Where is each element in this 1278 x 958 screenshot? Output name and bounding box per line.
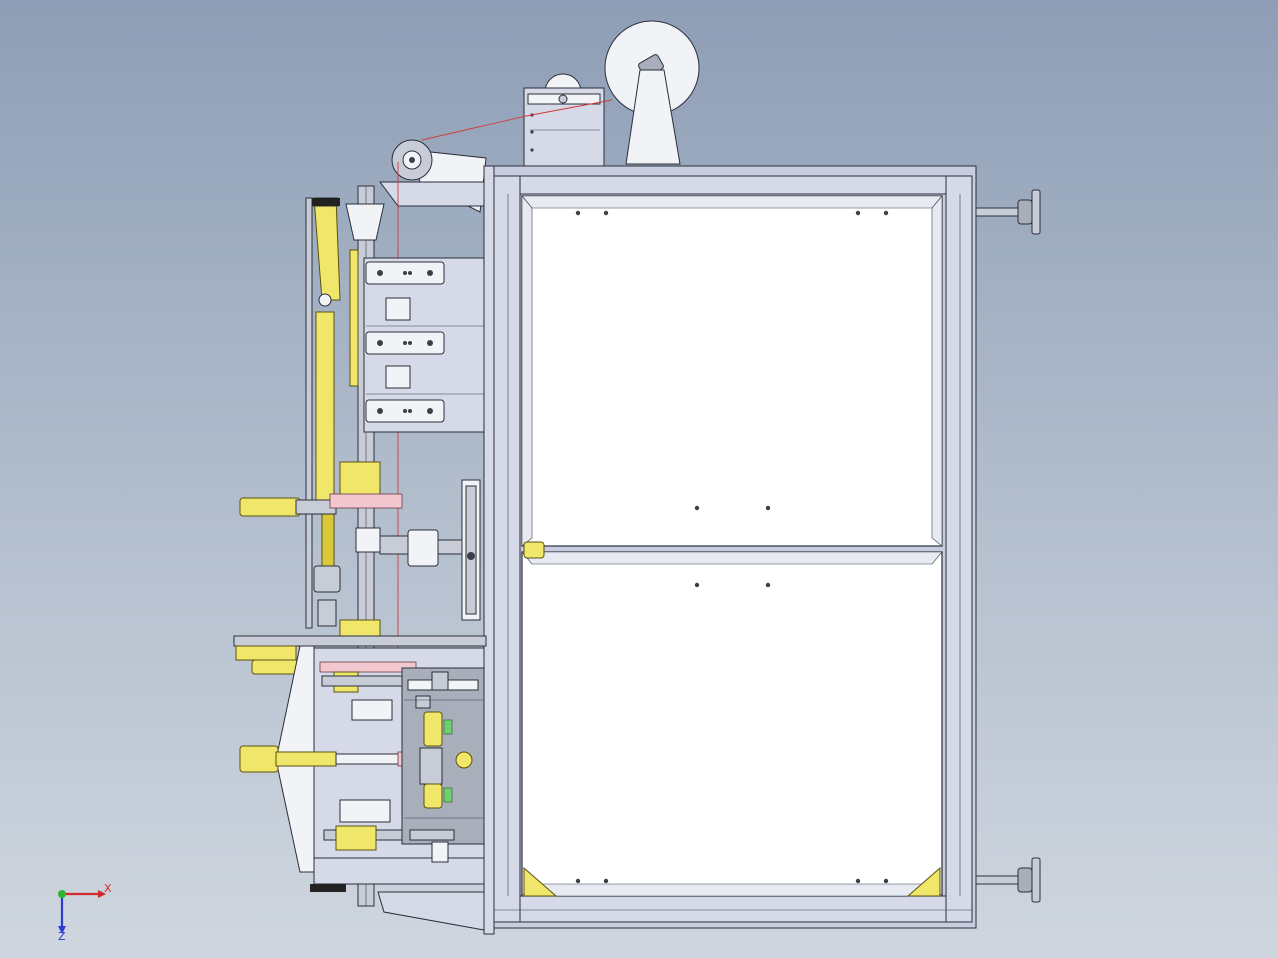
- guide-roller-arm: [379, 139, 487, 213]
- vertical-cylinder: [305, 197, 341, 629]
- z-axis-label: Z: [58, 930, 66, 943]
- roll-stand: [625, 69, 681, 165]
- leveling-foot-top: [975, 189, 1041, 235]
- sealing-blocks: [363, 257, 485, 433]
- film-roll-unit: [523, 20, 700, 167]
- seal-rod: [349, 249, 359, 387]
- x-axis-label: X: [104, 882, 112, 895]
- corner-bracket: [523, 866, 558, 897]
- corner-bracket: [906, 866, 941, 897]
- leveling-foot-bottom: [975, 857, 1041, 903]
- door-hinge: [523, 541, 545, 559]
- base-plate: [377, 891, 485, 931]
- drive-gearbox: [401, 667, 485, 863]
- coordinate-triad: X Z: [58, 882, 112, 943]
- upper-door: [521, 195, 943, 547]
- lower-door: [521, 551, 943, 897]
